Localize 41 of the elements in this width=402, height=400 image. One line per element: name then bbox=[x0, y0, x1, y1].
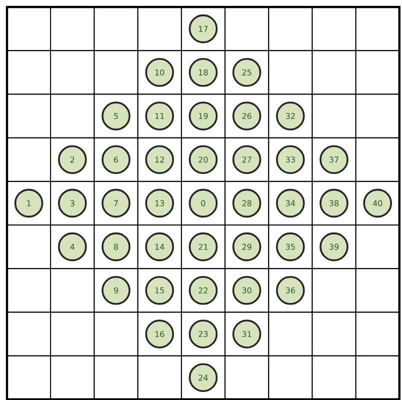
numbered-disc: 27 bbox=[232, 145, 262, 174]
numbered-disc: 34 bbox=[276, 188, 305, 218]
numbered-disc: 10 bbox=[145, 58, 174, 87]
numbered-disc: 35 bbox=[276, 232, 305, 262]
numbered-disc: 40 bbox=[363, 188, 392, 218]
numbered-disc: 16 bbox=[145, 320, 174, 348]
numbered-disc: 4 bbox=[58, 232, 87, 262]
numbered-disc: 33 bbox=[276, 145, 305, 174]
numbered-disc: 13 bbox=[145, 188, 174, 218]
numbered-disc: 20 bbox=[188, 145, 218, 174]
numbered-disc: 25 bbox=[232, 58, 262, 87]
numbered-disc: 23 bbox=[188, 320, 218, 348]
numbered-disc: 31 bbox=[232, 320, 262, 348]
numbered-disc: 24 bbox=[188, 363, 218, 392]
numbered-disc: 2 bbox=[58, 145, 87, 174]
numbered-disc: 12 bbox=[145, 145, 174, 174]
numbered-disc: 15 bbox=[145, 276, 174, 305]
numbered-disc: 9 bbox=[102, 276, 130, 305]
numbered-disc: 14 bbox=[145, 232, 174, 262]
numbered-disc: 3 bbox=[58, 188, 87, 218]
numbered-disc: 29 bbox=[232, 232, 262, 262]
numbered-disc: 7 bbox=[102, 188, 130, 218]
numbered-disc: 22 bbox=[188, 276, 218, 305]
numbered-disc: 38 bbox=[320, 188, 348, 218]
numbered-disc: 11 bbox=[145, 102, 174, 130]
numbered-disc: 8 bbox=[102, 232, 130, 262]
numbered-disc: 6 bbox=[102, 145, 130, 174]
numbered-disc: 21 bbox=[188, 232, 218, 262]
numbered-disc: 28 bbox=[232, 188, 262, 218]
numbered-disc: 36 bbox=[276, 276, 305, 305]
numbered-disc: 32 bbox=[276, 102, 305, 130]
numbered-disc: 30 bbox=[232, 276, 262, 305]
numbered-disc: 26 bbox=[232, 102, 262, 130]
numbered-disc: 1 bbox=[14, 188, 44, 218]
numbered-disc: 37 bbox=[320, 145, 348, 174]
numbered-disc: 17 bbox=[188, 14, 218, 44]
numbered-disc: 39 bbox=[320, 232, 348, 262]
numbered-disc: 19 bbox=[188, 102, 218, 130]
numbered-disc: 18 bbox=[188, 58, 218, 87]
numbered-disc: 0 bbox=[188, 188, 218, 218]
numbered-disc: 5 bbox=[102, 102, 130, 130]
